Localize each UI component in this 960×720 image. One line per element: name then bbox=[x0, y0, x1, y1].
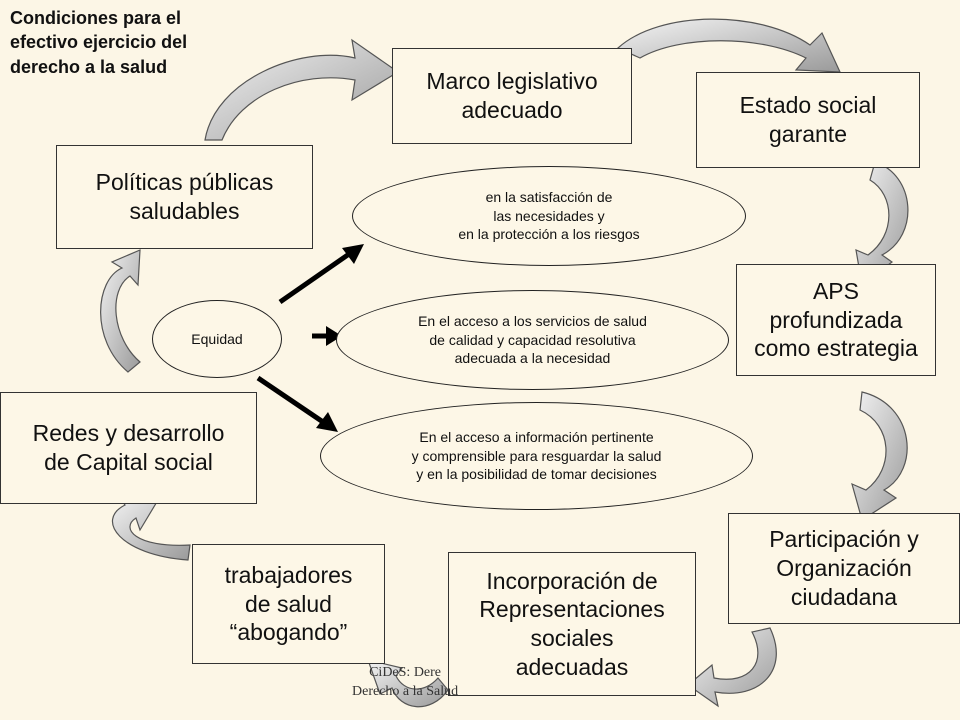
box-marco-legislativo: Marco legislativo adecuado bbox=[392, 48, 632, 144]
cycle-arrow-4 bbox=[851, 391, 908, 521]
ellipse-equidad: Equidad bbox=[152, 300, 282, 378]
diagram-title: Condiciones para el efectivo ejercicio d… bbox=[10, 8, 188, 77]
ellipse-acceso-servicios: En el acceso a los servicios de salud de… bbox=[336, 290, 729, 390]
box-politicas-publicas: Políticas públicas saludables bbox=[56, 145, 313, 249]
cycle-arrow-6 bbox=[367, 659, 449, 708]
cycle-arrow-8 bbox=[100, 249, 141, 373]
cycle-arrow-5 bbox=[687, 627, 777, 708]
box-incorporacion: Incorporación de Representaciones social… bbox=[448, 552, 696, 696]
footer-text: CiDeS: Dere Derecho a la Salud bbox=[352, 665, 459, 699]
box-trabajadores-salud: trabajadores de salud “abogando” bbox=[192, 544, 385, 664]
cycle-arrow-2 bbox=[616, 18, 841, 73]
box-redes-capital-social: Redes y desarrollo de Capital social bbox=[0, 392, 257, 504]
ellipse-acceso-informacion: En el acceso a información pertinente y … bbox=[320, 402, 753, 510]
equity-arrow-top bbox=[278, 249, 354, 305]
cycle-arrow-7 bbox=[111, 494, 191, 561]
box-estado-social: Estado social garante bbox=[696, 72, 920, 168]
equity-arrow-bottom bbox=[256, 375, 328, 427]
ellipse-necesidades: en la satisfacción de las necesidades y … bbox=[352, 166, 746, 266]
box-participacion: Participación y Organización ciudadana bbox=[728, 513, 960, 624]
box-aps: APS profundizada como estrategia bbox=[736, 264, 936, 376]
